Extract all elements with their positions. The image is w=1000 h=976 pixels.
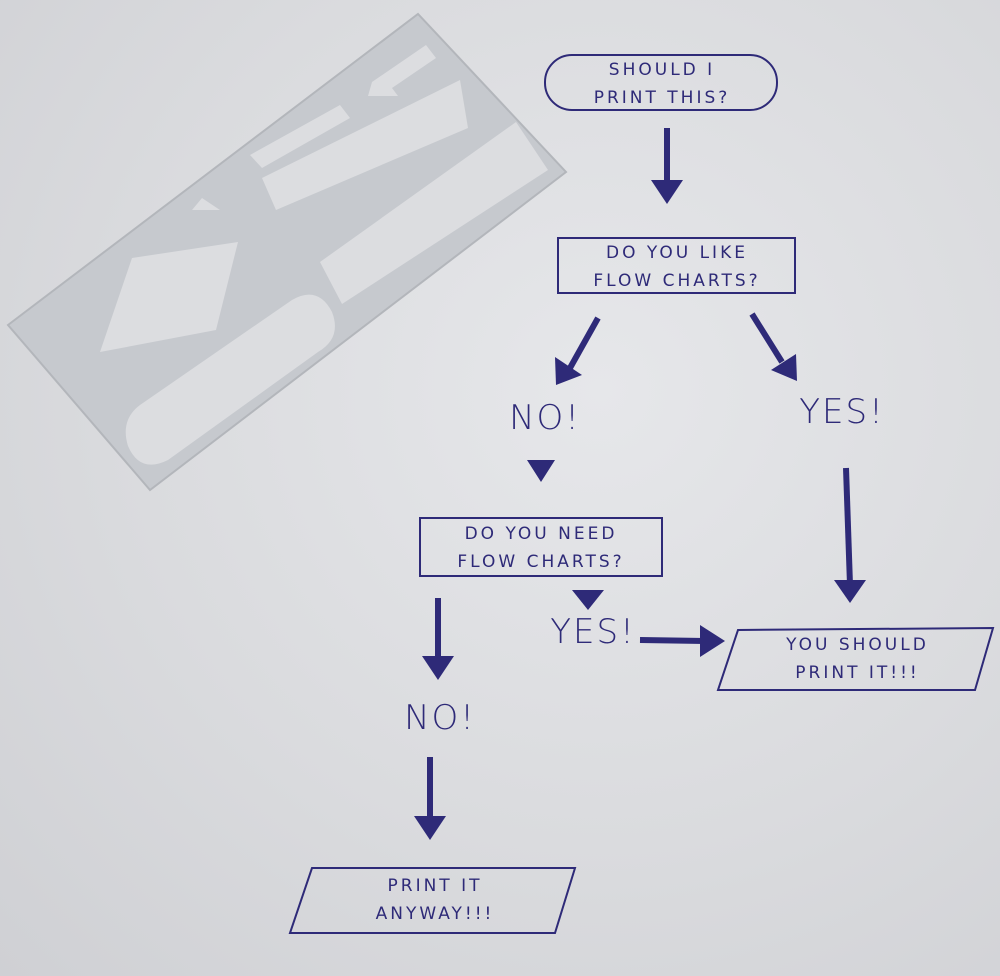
start-terminator-shape [544, 54, 778, 111]
q2-box-shape [419, 517, 663, 577]
q2-line-2: FLOW CHARTS? [457, 552, 625, 572]
result-yes-line-2: PRINT IT!!! [795, 663, 920, 683]
result-no-node: PRINT IT ANYWAY!!! [305, 872, 565, 928]
arrow-no-down [414, 757, 446, 840]
arrow-down-left [555, 316, 601, 385]
stencil-slot-cutout-2 [262, 80, 468, 210]
result-no-line-2: ANYWAY!!! [375, 904, 495, 924]
stencil-triangle-cutout [192, 198, 220, 210]
q1-node: DO YOU LIKE FLOW CHARTS? [560, 239, 794, 295]
q2-node: DO YOU NEED FLOW CHARTS? [422, 520, 660, 576]
stencil-slot-cutout [250, 105, 350, 168]
flowchart-arrows [414, 128, 866, 840]
q2-no-label: NO! [404, 698, 476, 738]
start-node: SHOULD I PRINT THIS? [548, 56, 776, 112]
stencil-arrow-cutout [368, 45, 436, 96]
arrow-q2-no-down [422, 598, 454, 680]
q1-box-shape [557, 237, 796, 294]
arrowhead-no-down [527, 460, 555, 482]
result-no-shape [288, 867, 577, 934]
q1-yes-label: YES! [799, 392, 885, 432]
arrow-right [639, 625, 725, 657]
stencil-rounded-cutout [125, 294, 335, 465]
q2-yes-label: YES! [550, 612, 636, 652]
q2-line-1: DO YOU NEED [464, 524, 618, 544]
stencil-diamond-cutout [100, 242, 238, 352]
arrow-down-1 [651, 128, 683, 204]
arrowhead-q2-yes [572, 590, 604, 610]
arrow-yes-down [834, 467, 866, 603]
q1-line-2: FLOW CHARTS? [593, 271, 761, 291]
result-no-line-1: PRINT IT [387, 876, 483, 896]
result-yes-node: YOU SHOULD PRINT IT!!! [735, 631, 980, 687]
start-line-2: PRINT THIS? [593, 88, 731, 108]
q1-line-1: DO YOU LIKE [606, 243, 748, 263]
flowchart-shapes [288, 54, 995, 934]
result-yes-shape [716, 626, 995, 691]
q1-no-label: NO! [509, 398, 581, 438]
arrow-down-right [749, 312, 797, 381]
result-yes-line-1: YOU SHOULD [786, 635, 929, 655]
stencil-rect-cutout [320, 122, 548, 304]
start-line-1: SHOULD I [608, 60, 716, 80]
flowchart-stencil [6, 12, 568, 492]
